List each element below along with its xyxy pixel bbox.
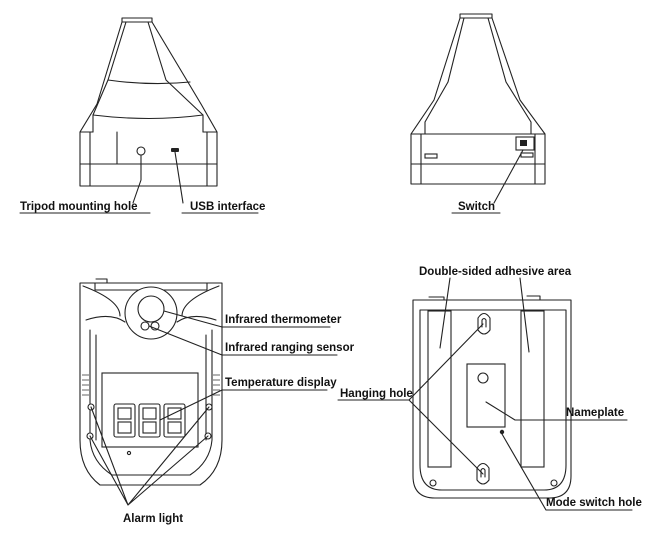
temperature-display-label: Temperature display [225,377,337,389]
seven-segment-digits [113,403,186,438]
mode-switch-hole-label: Mode switch hole [546,497,642,509]
bottom-view-device [79,17,218,187]
tripod-label: Tripod mounting hole [20,201,138,213]
back-view-device [410,13,546,185]
alarm-light-label: Alarm light [123,513,183,525]
usb-port-icon [171,148,179,152]
adhesive-label: Double-sided adhesive area [419,266,572,278]
rear-view-device [412,295,572,499]
nameplate-label: Nameplate [566,407,624,419]
mode-switch-hole-icon [499,429,505,435]
adhesive-strip-right [520,310,545,468]
hanging-hole-label: Hanging hole [340,388,413,400]
hanging-hole-top [477,312,491,335]
usb-label: USB interface [190,201,265,213]
front-view-device [79,278,223,486]
tripod-hole-icon [136,146,146,156]
switch-label: Switch [458,201,495,213]
infrared-thermometer-label: Infrared thermometer [225,314,342,326]
infrared-ranging-sensor-icon [140,321,150,331]
adhesive-strip-left [427,310,452,468]
hanging-hole-bottom [476,462,490,485]
infrared-ranging-label: Infrared ranging sensor [225,342,355,354]
